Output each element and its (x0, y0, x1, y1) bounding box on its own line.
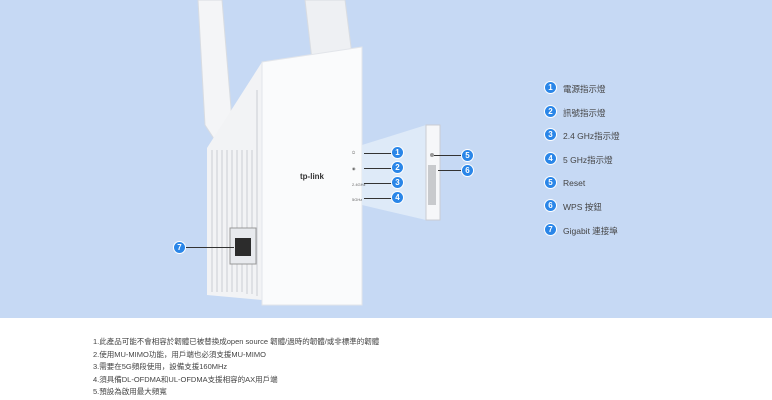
callout-6: 6 (462, 165, 473, 176)
legend-number: 4 (545, 153, 556, 164)
legend-label: WPS 按鈕 (563, 202, 602, 212)
led-label-24ghz: 2.4GHz (352, 182, 366, 187)
footnote: 2.使用MU-MIMO功能，用戶端也必須支援MU-MIMO (93, 350, 266, 359)
callout-2: 2 (392, 162, 403, 173)
footnote: 5.預設為啟用最大頻寬 (93, 387, 167, 396)
legend-number: 2 (545, 106, 556, 117)
legend-label: 5 GHz指示燈 (563, 155, 613, 165)
led-label-signal: ◉ (352, 166, 356, 171)
range-extender-illustration (197, 0, 441, 306)
led-label-5ghz: 5GHz (352, 197, 363, 202)
legend-number: 7 (545, 224, 556, 235)
front-panel (261, 46, 363, 306)
legend-label: 訊號指示燈 (563, 108, 606, 118)
callout-1: 1 (392, 147, 403, 158)
callout-4: 4 (392, 192, 403, 203)
footnote: 4.須具備DL-OFDMA和UL-OFDMA支援相容的AX用戶端 (93, 375, 278, 384)
ethernet-port (235, 238, 251, 256)
led-label-power: ⏻ (352, 150, 356, 155)
product-image: tp-link ⏻ ◉ 2.4GHz 5GHz 1 2 3 4 5 6 7 1 … (0, 0, 772, 318)
legend-label: 2.4 GHz指示燈 (563, 131, 620, 141)
footnote: 3.需要在5G頻段使用，設備支援160MHz (93, 362, 228, 371)
legend-number: 5 (545, 177, 556, 188)
callout-7: 7 (174, 242, 185, 253)
legend-number: 1 (545, 82, 556, 93)
legend-label: Gigabit 連接埠 (563, 226, 618, 236)
legend-number: 6 (545, 200, 556, 211)
brand-logo: tp-link (300, 172, 324, 181)
legend-label: Reset (563, 178, 586, 188)
callout-5: 5 (462, 150, 473, 161)
footnote: 1.此產品可能不會相容於韌體已被替換成open source 韌體/過時的韌體/… (93, 337, 380, 346)
callout-3: 3 (392, 177, 403, 188)
legend-label: 電源指示燈 (563, 84, 606, 94)
legend-number: 3 (545, 129, 556, 140)
